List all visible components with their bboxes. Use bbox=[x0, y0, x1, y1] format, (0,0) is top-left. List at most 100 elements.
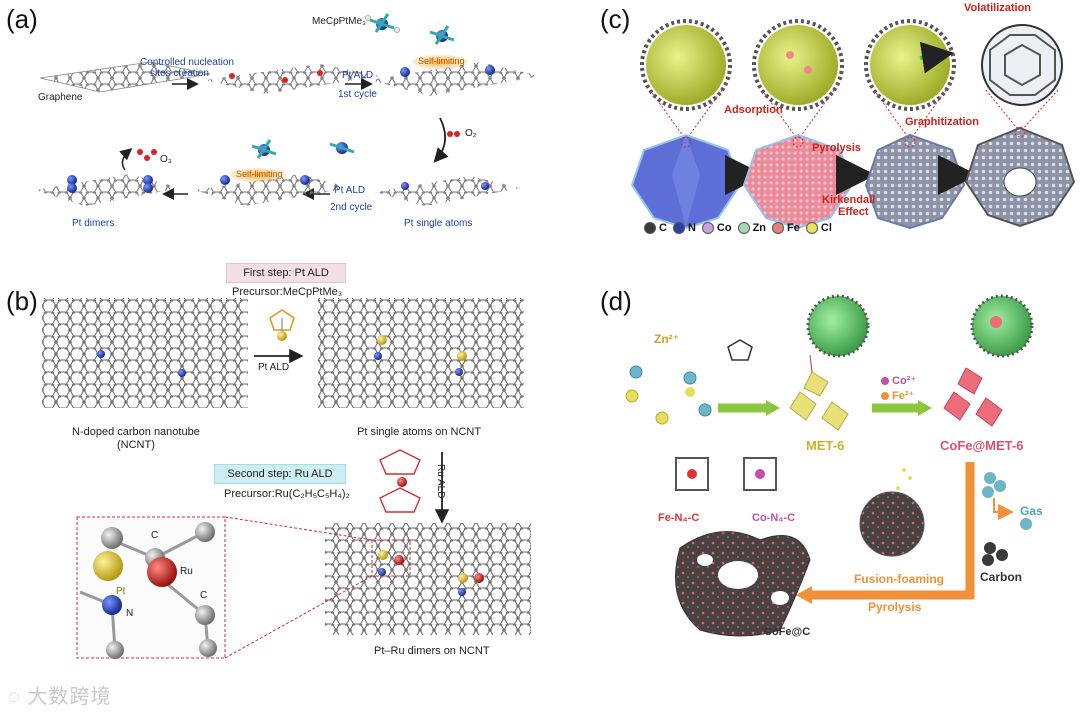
o2-molecule bbox=[447, 131, 460, 137]
guide-lines-c bbox=[649, 89, 1059, 141]
legend-n: N bbox=[672, 222, 696, 234]
legend-fe: Fe bbox=[772, 222, 800, 234]
foaming-particle bbox=[859, 491, 925, 557]
label-cofe-met6: CoFe@MET-6 bbox=[940, 438, 1024, 453]
label-pyrolysis-c: Pyrolysis bbox=[812, 142, 861, 154]
legend-c-swatch bbox=[644, 222, 656, 234]
precursor-molecule-a2 bbox=[429, 25, 455, 45]
label-co: Co²⁺ bbox=[892, 375, 917, 387]
pt-precursor-icon bbox=[269, 309, 295, 341]
panel-d-graphics bbox=[625, 294, 1034, 637]
label-pt-ald-1: Pt ALD bbox=[342, 70, 374, 81]
legend-fe-swatch bbox=[772, 222, 785, 234]
label-atom-pt: Pt bbox=[116, 586, 126, 597]
label-fe: Fe²⁺ bbox=[892, 390, 915, 402]
graphene-sheet-1 bbox=[39, 61, 211, 93]
label-cycle-1: 1st cycle bbox=[338, 89, 377, 100]
precursor-molecule-a3 bbox=[251, 139, 277, 159]
label-fe-n4c: Fe-N₄-C bbox=[658, 512, 700, 524]
second-step-box: Second step: Ru ALD bbox=[214, 464, 346, 484]
label-ncnt-2: (NCNT) bbox=[117, 439, 155, 451]
zif-cage-3 bbox=[864, 19, 956, 111]
legend-zn-swatch bbox=[737, 222, 750, 234]
precursor-molecule-a4 bbox=[329, 142, 355, 154]
label-atom-c2: C bbox=[200, 590, 208, 601]
label-pyrolysis-d: Pyrolysis bbox=[868, 600, 922, 614]
triazole-molecule bbox=[727, 339, 753, 361]
label-pt-ald-2: Pt ALD bbox=[334, 185, 366, 196]
precursor-molecule-a1 bbox=[365, 13, 400, 33]
label-self-limiting-1: Self-limiting bbox=[418, 56, 465, 66]
label-cofe-c: CoFe@C bbox=[764, 626, 811, 638]
curved-arrow-a bbox=[433, 117, 449, 163]
panel-b-graphics bbox=[42, 298, 531, 659]
fullerene-cage bbox=[981, 24, 1063, 106]
zif-cage-2 bbox=[752, 19, 844, 111]
graphene-sheet-6 bbox=[35, 174, 180, 206]
label-pt-single: Pt single atoms bbox=[404, 218, 473, 229]
graphene-sheet-4 bbox=[375, 176, 520, 206]
label-ru-ald: Ru ALD bbox=[435, 464, 446, 499]
met6-cage bbox=[806, 294, 870, 358]
label-sites: sites creation bbox=[150, 68, 209, 79]
legend-cl-label: Cl bbox=[820, 222, 832, 234]
label-precursor2: Precursor:Ru(C₂H₅C₅H₄)₂ bbox=[224, 488, 350, 500]
panel-c-graphics bbox=[630, 19, 1076, 230]
watermark: ◌ 大数跨境 bbox=[8, 686, 112, 708]
panel-label-b: (b) bbox=[6, 286, 38, 316]
label-pt-single-ncnt: Pt single atoms on NCNT bbox=[357, 426, 482, 438]
zif-cage-1 bbox=[640, 19, 732, 111]
label-cycle-2: 2nd cycle bbox=[330, 202, 373, 213]
ru-precursor-icon bbox=[379, 449, 421, 513]
zoom-inset-atoms bbox=[79, 522, 217, 659]
legend-cl-swatch bbox=[805, 222, 818, 234]
fe-n4c-structure bbox=[675, 457, 709, 491]
element-legend: C N Co Zn Fe Cl bbox=[644, 222, 832, 234]
self-limiting-glow-2 bbox=[230, 168, 286, 182]
legend-fe-label: Fe bbox=[787, 222, 800, 234]
label-met6: MET-6 bbox=[806, 438, 845, 453]
panel-label-c: (c) bbox=[600, 4, 631, 34]
label-graphitization: Graphitization bbox=[905, 116, 979, 128]
label-volatilization: Volatilization bbox=[964, 2, 1032, 14]
panel-label-d: (d) bbox=[600, 286, 632, 316]
label-nucleation: Controlled nucleation bbox=[140, 57, 234, 68]
zif-crystal-3 bbox=[864, 133, 966, 230]
panel-a-graphics bbox=[35, 13, 540, 206]
label-atom-ru: Ru bbox=[180, 566, 193, 577]
legend-n-label: N bbox=[687, 222, 696, 234]
label-fusion-foaming: Fusion-foaming bbox=[854, 572, 944, 586]
graphene-sheet-3 bbox=[370, 62, 540, 96]
label-zn: Zn²⁺ bbox=[654, 332, 679, 346]
label-kirkendall-1: Kirkendall bbox=[822, 194, 876, 206]
legend-c: C bbox=[644, 222, 667, 234]
label-o2: O₂ bbox=[465, 128, 477, 139]
co-n4c-structure bbox=[743, 457, 777, 491]
panel-label-a: (a) bbox=[6, 4, 38, 34]
legend-cl: Cl bbox=[805, 222, 832, 234]
legend-co-swatch bbox=[701, 222, 714, 234]
label-atom-c1: C bbox=[151, 530, 159, 541]
label-dimers-ncnt: Pt–Ru dimers on NCNT bbox=[374, 645, 490, 657]
label-pt-ald-b: Pt ALD bbox=[258, 362, 290, 373]
label-ncnt-1: N-doped carbon nanotube bbox=[72, 426, 200, 438]
self-limiting-glow-1 bbox=[412, 55, 468, 69]
label-kirkendall-2: Effect bbox=[838, 206, 869, 218]
cofe-met6-cage bbox=[970, 294, 1034, 358]
label-adsorption: Adsorption bbox=[724, 104, 783, 116]
label-o3: O₃ bbox=[160, 154, 172, 165]
label-atom-n: N bbox=[126, 608, 134, 619]
legend-co-label: Co bbox=[716, 222, 732, 234]
orange-arrow-path bbox=[810, 462, 975, 600]
first-step-box: First step: Pt ALD bbox=[226, 263, 346, 283]
label-co-n4c: Co-N₄-C bbox=[752, 512, 796, 524]
label-self-limiting-2: Self-limiting bbox=[236, 169, 283, 179]
ncnt-lattice-2 bbox=[318, 298, 524, 408]
ncnt-lattice-1 bbox=[42, 298, 248, 408]
label-precursor1: Precursor:MeCpPtMe₃ bbox=[232, 286, 343, 298]
legend-c-label: C bbox=[659, 222, 667, 234]
label-gas: Gas bbox=[1020, 504, 1043, 518]
graphene-sheet-5 bbox=[195, 174, 350, 206]
label-carbon: Carbon bbox=[980, 570, 1022, 584]
